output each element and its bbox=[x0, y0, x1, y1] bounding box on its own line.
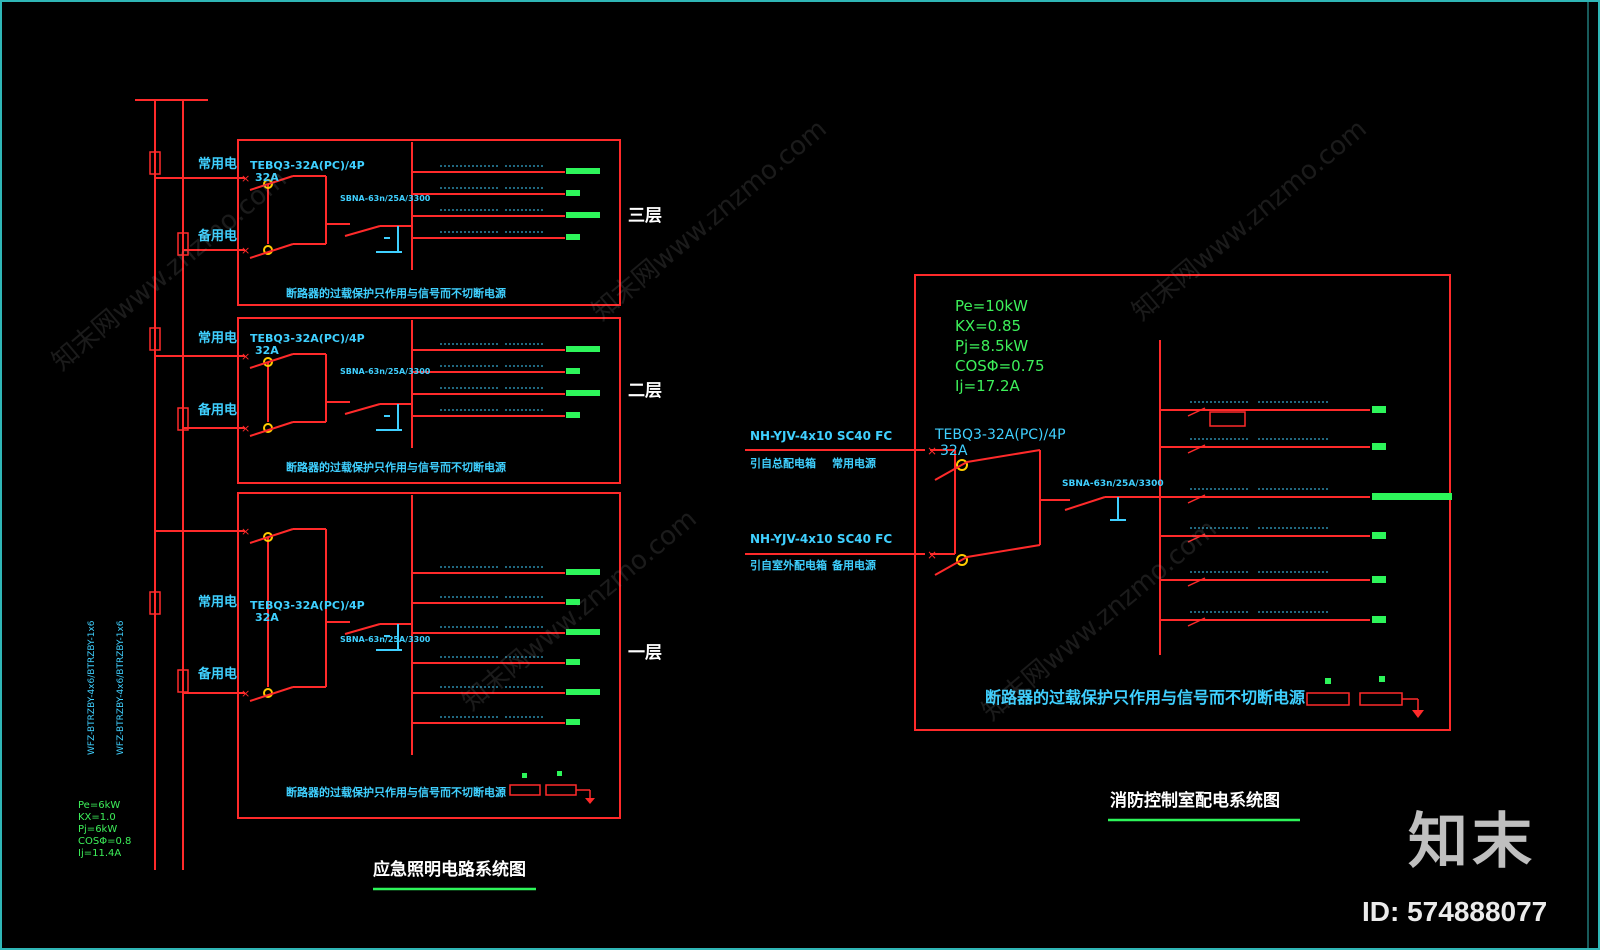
right-branches bbox=[1160, 401, 1452, 627]
svg-text:×: × bbox=[241, 687, 250, 700]
ats-rating-label: 32A bbox=[940, 443, 968, 459]
feeder-2-cable: NH-YJV-4x10 SC40 FC bbox=[750, 532, 893, 546]
floor-label-3: 三层 bbox=[628, 206, 662, 226]
ats-breaker-label: TEBQ3-32A(PC)/4P bbox=[250, 332, 365, 345]
distribution-panel: ×× bbox=[155, 492, 621, 819]
right-diagram-title: 消防控制室配电系统图 bbox=[1110, 791, 1280, 811]
backup-power-label: 备用电 bbox=[198, 667, 238, 682]
feeder-1-desc-b: 常用电源 bbox=[832, 457, 876, 470]
normal-power-label: 常用电 bbox=[198, 331, 238, 346]
ats-breaker-label: TEBQ3-32A(PC)/4P bbox=[250, 599, 365, 612]
left-panels: ×××××× bbox=[155, 139, 621, 819]
param-ij: Ij=11.4A bbox=[78, 848, 122, 859]
branch-breaker-label: SBNA-63n/25A/3300 bbox=[1062, 479, 1164, 489]
load-terminal bbox=[566, 599, 580, 605]
load-terminal bbox=[566, 659, 580, 665]
load-terminal bbox=[1372, 493, 1452, 500]
riser-fuse bbox=[149, 591, 161, 615]
riser-fuse bbox=[149, 327, 161, 351]
load-terminal bbox=[566, 234, 580, 240]
load-terminal bbox=[566, 346, 600, 352]
panel-box bbox=[237, 492, 621, 819]
distribution-panel: ×× bbox=[155, 317, 621, 484]
load-terminal bbox=[566, 190, 580, 196]
branch-circuit bbox=[1160, 571, 1386, 587]
panel-box bbox=[237, 317, 621, 484]
branch-breaker-label: SBNA-63n/25A/3300 bbox=[340, 194, 431, 203]
svg-text:×: × bbox=[241, 172, 250, 185]
distribution-panel: ×× bbox=[155, 139, 621, 306]
svg-text:×: × bbox=[241, 422, 250, 435]
ats-breaker-label: TEBQ3-32A(PC)/4P bbox=[935, 427, 1066, 443]
ats-rating-label: 32A bbox=[255, 344, 279, 357]
svg-text:×: × bbox=[241, 525, 250, 538]
load-terminal bbox=[566, 412, 580, 418]
load-terminal bbox=[566, 390, 600, 396]
ats-rating-label: 32A bbox=[255, 171, 279, 184]
param-kx: KX=1.0 bbox=[78, 812, 116, 823]
right-panel-box bbox=[914, 274, 1451, 731]
riser-cable-label-1: WFZ-BTRZBY-4x6/BTRZBY-1x6 bbox=[87, 620, 97, 756]
feeder-2-desc-b: 备用电源 bbox=[832, 559, 876, 572]
param-pj: Pj=8.5kW bbox=[955, 337, 1029, 355]
panel-note: 断路器的过载保护只作用与信号而不切断电源 bbox=[286, 461, 506, 474]
load-terminal bbox=[566, 689, 600, 695]
load-terminal bbox=[1372, 406, 1386, 413]
branch-circuit bbox=[1160, 488, 1452, 504]
riser-fuse bbox=[177, 232, 189, 256]
param-pe: Pe=6kW bbox=[78, 800, 121, 811]
panel-note: 断路器的过载保护只作用与信号而不切断电源 bbox=[286, 287, 506, 300]
branch-circuit bbox=[1160, 438, 1386, 454]
branch-circuit bbox=[1160, 527, 1386, 543]
right-panel: × × bbox=[745, 274, 1452, 731]
left-diagram-title: 应急照明电路系统图 bbox=[373, 860, 526, 880]
param-cos: COSΦ=0.75 bbox=[955, 357, 1045, 375]
branch-circuit bbox=[1160, 611, 1386, 627]
load-terminal bbox=[566, 212, 600, 218]
svg-text:×: × bbox=[241, 244, 250, 257]
left-load-params: Pe=6kW KX=1.0 Pj=6kW COSΦ=0.8 Ij=11.4A bbox=[78, 800, 131, 860]
riser-cable-label-2: WFZ-BTRZBY-4x6/BTRZBY-1x6 bbox=[116, 620, 126, 756]
param-cos: COSΦ=0.8 bbox=[78, 836, 132, 847]
svg-text:×: × bbox=[241, 350, 250, 363]
riser-fuse bbox=[149, 151, 161, 175]
branch-breaker-label: SBNA-63n/25A/3300 bbox=[340, 367, 431, 376]
load-terminal bbox=[1372, 576, 1386, 583]
backup-power-label: 备用电 bbox=[198, 229, 238, 244]
load-terminal bbox=[566, 368, 580, 374]
normal-power-label: 常用电 bbox=[198, 157, 238, 172]
param-pe: Pe=10kW bbox=[955, 297, 1028, 315]
param-kx: KX=0.85 bbox=[955, 317, 1022, 335]
panel-box bbox=[237, 139, 621, 306]
feeder-1-cable: NH-YJV-4x10 SC40 FC bbox=[750, 429, 893, 443]
ats-rating-label: 32A bbox=[255, 611, 279, 624]
panel-note: 断路器的过载保护只作用与信号而不切断电源 bbox=[286, 786, 506, 799]
load-terminal bbox=[1372, 616, 1386, 623]
branch-breaker-label: SBNA-63n/25A/3300 bbox=[340, 635, 431, 644]
image-id-label: ID: 574888077 bbox=[1362, 896, 1548, 927]
load-terminal bbox=[566, 719, 580, 725]
floor-label-2: 二层 bbox=[628, 381, 662, 401]
load-terminal bbox=[566, 569, 600, 575]
backup-power-label: 备用电 bbox=[198, 403, 238, 418]
riser-fuse bbox=[177, 407, 189, 431]
panel-note: 断路器的过载保护只作用与信号而不切断电源 bbox=[985, 688, 1306, 707]
feeder-1-desc-a: 引自总配电箱 bbox=[750, 457, 816, 470]
right-load-params: Pe=10kW KX=0.85 Pj=8.5kW COSΦ=0.75 Ij=17… bbox=[955, 296, 1045, 396]
load-terminal bbox=[566, 629, 600, 635]
floor-label-1: 一层 bbox=[628, 643, 662, 663]
feeder-2-desc-a: 引自室外配电箱 bbox=[750, 559, 827, 572]
param-pj: Pj=6kW bbox=[78, 824, 118, 835]
branch-circuit bbox=[1160, 401, 1386, 417]
normal-power-label: 常用电 bbox=[198, 595, 238, 610]
load-terminal bbox=[566, 168, 600, 174]
load-terminal bbox=[1372, 443, 1386, 450]
load-terminal bbox=[1372, 532, 1386, 539]
brand-logo-text: 知末 bbox=[1408, 807, 1536, 877]
ats-breaker-label: TEBQ3-32A(PC)/4P bbox=[250, 159, 365, 172]
param-ij: Ij=17.2A bbox=[955, 377, 1020, 395]
